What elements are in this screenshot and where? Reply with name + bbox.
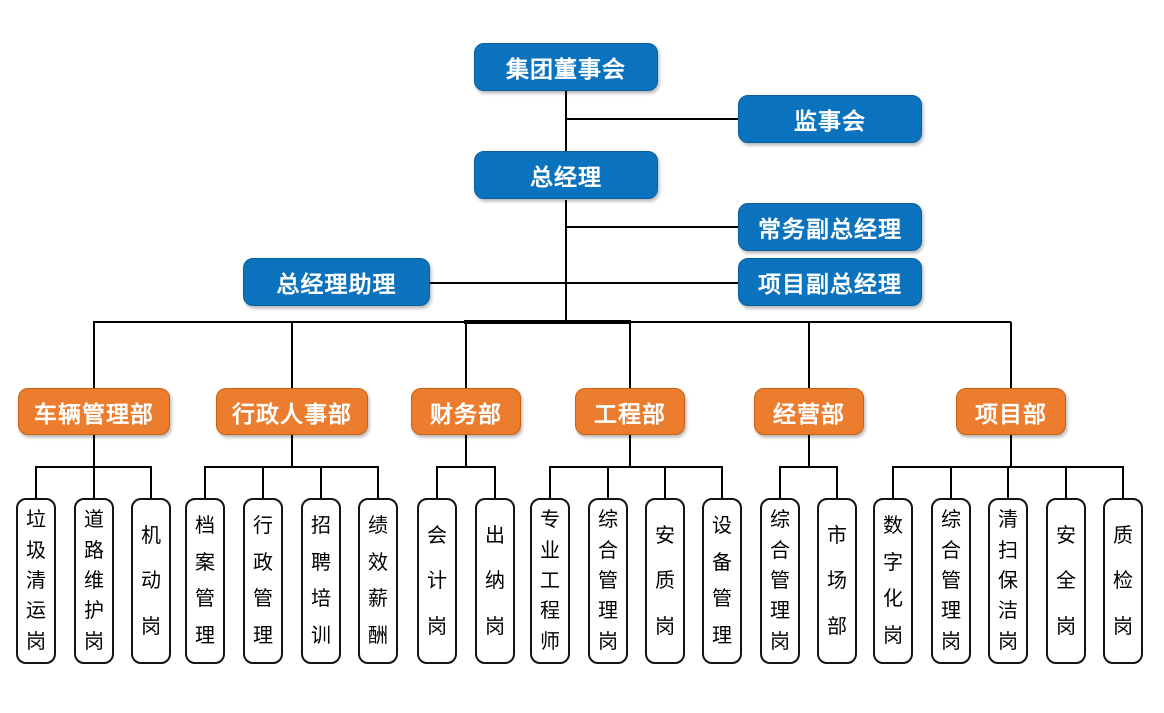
position-node: 综合管理岗 <box>931 498 971 664</box>
connector-line <box>892 467 894 498</box>
connector-line <box>779 467 781 498</box>
connector-line <box>1007 467 1009 498</box>
connector-line <box>950 467 952 498</box>
position-node: 综合管理岗 <box>588 498 628 664</box>
position-label: 招聘培训 <box>311 515 331 647</box>
connector-line <box>1010 322 1012 388</box>
position-node: 市场部 <box>817 498 857 664</box>
position-node: 机动岗 <box>131 498 171 664</box>
board-node: 集团董事会 <box>474 43 658 91</box>
position-label: 机动岗 <box>141 524 161 638</box>
gm-assistant-node: 总经理助理 <box>243 258 430 306</box>
connector-line <box>565 200 567 322</box>
connector-line <box>1065 467 1067 498</box>
connector-line <box>204 467 206 498</box>
connector-line <box>629 322 631 388</box>
connector-line <box>566 226 738 228</box>
position-label: 专业工程师 <box>540 509 560 653</box>
connector-line <box>836 467 838 498</box>
connector-line <box>436 467 438 498</box>
project-dept-node: 项目部 <box>956 388 1066 435</box>
connector-line <box>93 435 95 467</box>
position-node: 设备管理 <box>702 498 742 664</box>
position-node: 行政管理 <box>243 498 283 664</box>
position-label: 安全岗 <box>1056 524 1076 638</box>
connector-line <box>607 467 609 498</box>
connector-line <box>1122 467 1124 498</box>
position-node: 综合管理岗 <box>760 498 800 664</box>
position-label: 行政管理 <box>253 515 273 647</box>
connector-line <box>721 467 723 498</box>
position-label: 市场部 <box>827 524 847 638</box>
connector-line <box>430 282 738 284</box>
position-node: 档案管理 <box>185 498 225 664</box>
connector-line <box>150 467 152 498</box>
position-label: 质检岗 <box>1113 524 1133 638</box>
position-label: 综合管理岗 <box>941 509 961 653</box>
connector-line <box>291 435 293 467</box>
connector-line <box>377 467 379 498</box>
position-node: 质检岗 <box>1103 498 1143 664</box>
position-label: 道路维护岗 <box>84 509 104 653</box>
position-label: 会计岗 <box>427 524 447 638</box>
connector-line <box>464 320 631 324</box>
vehicle-management-dept-node: 车辆管理部 <box>18 388 170 435</box>
position-node: 清扫保洁岗 <box>988 498 1028 664</box>
connector-line <box>291 322 293 388</box>
position-label: 综合管理岗 <box>598 509 618 653</box>
admin-hr-dept-node: 行政人事部 <box>216 388 368 435</box>
supervisory-board-node: 监事会 <box>738 95 922 143</box>
position-label: 设备管理 <box>712 515 732 647</box>
connector-line <box>779 466 838 468</box>
project-deputy-gm-node: 项目副总经理 <box>738 258 922 306</box>
connector-line <box>664 467 666 498</box>
connector-line <box>465 322 467 388</box>
connector-line <box>93 322 95 388</box>
position-label: 综合管理岗 <box>770 509 790 653</box>
connector-line <box>465 435 467 467</box>
position-node: 绩效薪酬 <box>358 498 398 664</box>
connector-line <box>808 435 810 467</box>
position-node: 招聘培训 <box>301 498 341 664</box>
position-node: 专业工程师 <box>530 498 570 664</box>
position-label: 出纳岗 <box>485 524 505 638</box>
position-label: 绩效薪酬 <box>368 515 388 647</box>
position-label: 垃圾清运岗 <box>26 509 46 653</box>
position-node: 安全岗 <box>1046 498 1086 664</box>
connector-line <box>204 466 379 468</box>
operations-dept-node: 经营部 <box>754 388 864 435</box>
finance-dept-node: 财务部 <box>411 388 521 435</box>
connector-line <box>549 466 723 468</box>
connector-line <box>35 467 37 498</box>
connector-line <box>566 118 738 120</box>
connector-line <box>892 466 1124 468</box>
connector-line <box>494 467 496 498</box>
position-node: 数字化岗 <box>873 498 913 664</box>
connector-line <box>1010 435 1012 467</box>
position-node: 道路维护岗 <box>74 498 114 664</box>
position-node: 垃圾清运岗 <box>16 498 56 664</box>
position-node: 出纳岗 <box>475 498 515 664</box>
position-node: 会计岗 <box>417 498 457 664</box>
position-label: 清扫保洁岗 <box>998 509 1018 653</box>
position-label: 数字化岗 <box>883 515 903 647</box>
connector-line <box>565 91 567 151</box>
connector-line <box>320 467 322 498</box>
position-label: 安质岗 <box>655 524 675 638</box>
connector-line <box>436 466 496 468</box>
connector-line <box>549 467 551 498</box>
connector-line <box>629 435 631 467</box>
connector-line <box>808 322 810 388</box>
engineering-dept-node: 工程部 <box>575 388 685 435</box>
position-label: 档案管理 <box>195 515 215 647</box>
connector-line <box>35 466 152 468</box>
connector-line <box>262 467 264 498</box>
executive-deputy-gm-node: 常务副总经理 <box>738 203 922 251</box>
connector-line <box>93 467 95 498</box>
position-node: 安质岗 <box>645 498 685 664</box>
general-manager-node: 总经理 <box>474 151 658 199</box>
